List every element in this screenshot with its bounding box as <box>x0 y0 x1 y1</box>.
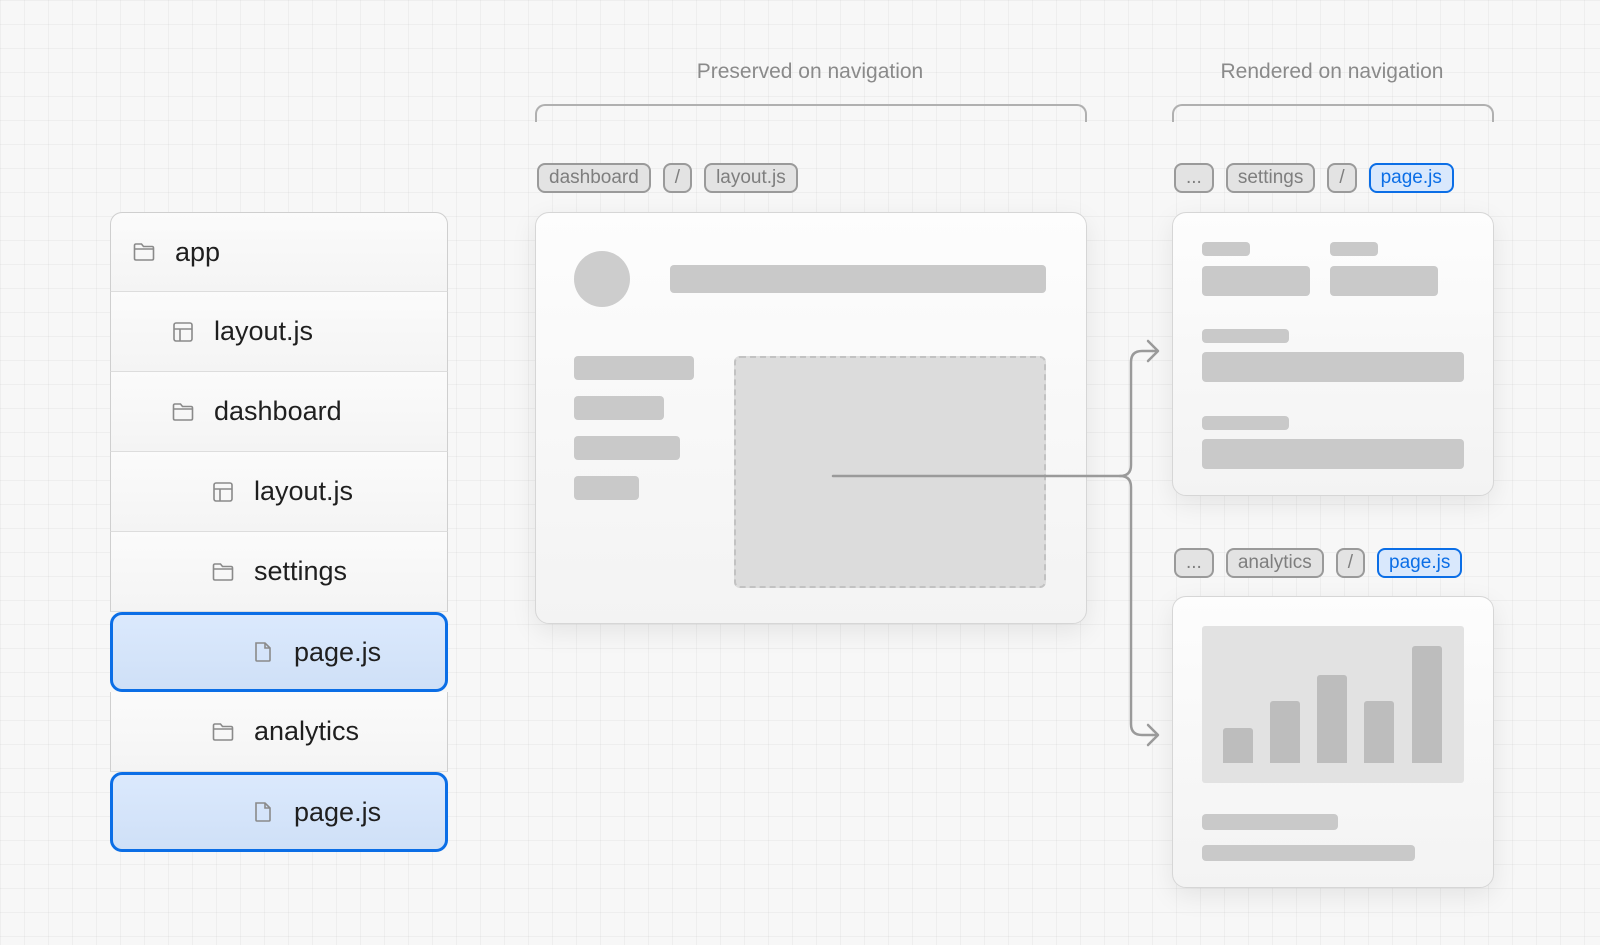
folder-icon <box>212 721 234 743</box>
crumb-ellipsis: ... <box>1174 163 1214 193</box>
file-tree: app layout.js dashboard layout.js settin… <box>110 212 448 852</box>
chart-bar <box>1270 701 1300 763</box>
tree-row-dashboard-layout[interactable]: layout.js <box>110 452 448 532</box>
chart-bar <box>1223 728 1253 763</box>
crumb-separator: / <box>1327 163 1357 193</box>
tree-row-layout[interactable]: layout.js <box>110 292 448 372</box>
analytics-crumbs: ... analytics / page.js <box>1174 548 1463 578</box>
nav-placeholder <box>574 396 664 420</box>
arrow-head-icon <box>1146 339 1160 363</box>
crumb-dashboard: dashboard <box>537 163 651 193</box>
nav-placeholder <box>574 436 680 460</box>
chart-bar <box>1317 675 1347 763</box>
tree-row-dashboard[interactable]: dashboard <box>110 372 448 452</box>
file-icon <box>252 641 274 663</box>
tree-label: layout.js <box>214 316 314 346</box>
title-placeholder <box>670 265 1046 293</box>
analytics-page-card <box>1172 596 1494 888</box>
avatar-placeholder <box>574 251 630 307</box>
tree-label: analytics <box>254 716 360 746</box>
chart-bar <box>1364 701 1394 763</box>
tree-row-analytics-page-selected[interactable]: page.js <box>110 772 448 852</box>
folder-icon <box>133 241 155 263</box>
tree-label: page.js <box>294 796 382 827</box>
text-placeholder <box>1202 845 1415 861</box>
rendered-bracket <box>1172 104 1494 122</box>
settings-page-card <box>1172 212 1494 496</box>
nav-placeholder <box>574 476 639 500</box>
crumb-page: page.js <box>1368 163 1454 193</box>
field-placeholder <box>1202 439 1464 469</box>
layout-file-icon <box>172 321 194 343</box>
label-placeholder <box>1202 416 1289 430</box>
tree-row-app[interactable]: app <box>110 212 448 292</box>
folder-icon <box>172 401 194 423</box>
tree-label: app <box>175 236 221 267</box>
tree-label: page.js <box>294 636 382 667</box>
field-placeholder <box>1202 352 1464 382</box>
field-placeholder <box>1202 266 1310 296</box>
label-placeholder <box>1202 242 1250 256</box>
chart-bar <box>1412 646 1442 763</box>
crumb-separator: / <box>1335 548 1366 578</box>
tree-label: dashboard <box>214 396 342 426</box>
tree-label: settings <box>254 556 348 586</box>
connector-to-analytics <box>1118 474 1158 737</box>
preserved-bracket <box>535 104 1087 122</box>
crumb-ellipsis: ... <box>1174 548 1214 578</box>
crumb-analytics: analytics <box>1225 548 1324 578</box>
crumb-layout: layout.js <box>704 163 798 193</box>
label-placeholder <box>1202 329 1289 343</box>
preserved-crumbs: dashboard / layout.js <box>537 163 798 193</box>
chart-placeholder <box>1202 626 1464 783</box>
file-icon <box>252 801 274 823</box>
layout-file-icon <box>212 481 234 503</box>
label-placeholder <box>1330 242 1378 256</box>
preserved-heading: Preserved on navigation <box>696 60 924 83</box>
folder-icon <box>212 561 234 583</box>
rendered-heading: Rendered on navigation <box>1220 60 1444 83</box>
children-slot <box>734 356 1046 588</box>
tree-row-analytics[interactable]: analytics <box>110 692 448 772</box>
crumb-separator: / <box>662 163 693 193</box>
nav-placeholder <box>574 356 694 380</box>
settings-crumbs: ... settings / page.js <box>1174 163 1454 193</box>
crumb-page: page.js <box>1377 548 1463 578</box>
crumb-settings: settings <box>1225 163 1316 193</box>
tree-label: layout.js <box>254 476 354 506</box>
arrow-head-icon <box>1146 723 1160 747</box>
text-placeholder <box>1202 814 1338 830</box>
tree-row-settings-page-selected[interactable]: page.js <box>110 612 448 692</box>
tree-row-settings[interactable]: settings <box>110 532 448 612</box>
layout-wireframe-card <box>535 212 1087 624</box>
field-placeholder <box>1330 266 1438 296</box>
